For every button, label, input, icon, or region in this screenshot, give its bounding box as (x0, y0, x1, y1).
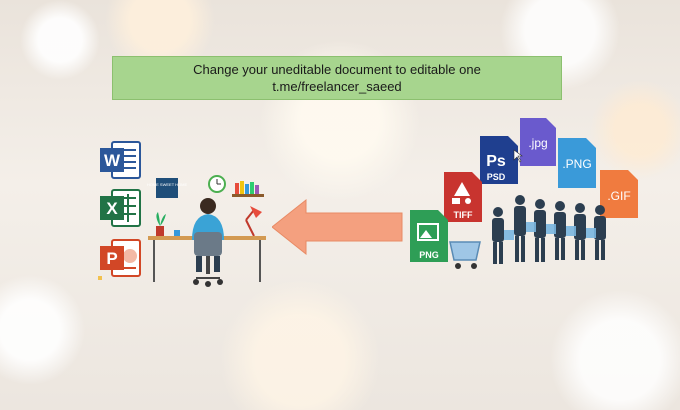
excel-letter: X (106, 199, 118, 218)
headline-banner: Change your uneditable document to edita… (112, 56, 562, 100)
svg-text:.jpg: .jpg (528, 136, 547, 150)
people-crowd (492, 195, 606, 264)
svg-text:.GIF: .GIF (607, 189, 630, 203)
desk-worker-illustration: HOME SWEET HOME (146, 170, 272, 292)
svg-text:.PNG: .PNG (562, 157, 591, 171)
file-formats-illustration: Ps PSD .jpg .PNG .GIF TIFF (410, 114, 650, 284)
svg-text:PNG: PNG (419, 250, 439, 260)
powerpoint-letter: P (106, 249, 117, 268)
banner-line-2: t.me/freelancer_saeed (272, 79, 402, 94)
gif-file-icon: .GIF (600, 170, 638, 218)
png-file-icon: PNG (410, 210, 448, 262)
shopping-cart-icon (449, 241, 481, 269)
word-icon: W (98, 140, 142, 180)
tiff-file-icon: TIFF (444, 172, 482, 222)
wall-poster (156, 178, 178, 198)
psd-file-icon: Ps PSD (480, 136, 518, 184)
svg-text:PSD: PSD (487, 172, 506, 182)
banner-line-1: Change your uneditable document to edita… (193, 62, 481, 77)
excel-icon: X (98, 188, 142, 228)
svg-text:Ps: Ps (486, 153, 506, 170)
jpg-file-icon: .jpg (520, 118, 556, 166)
powerpoint-icon: P (98, 238, 142, 280)
poster-text: HOME SWEET HOME (147, 182, 188, 187)
left-arrow-icon (272, 198, 404, 256)
svg-text:TIFF: TIFF (454, 210, 473, 220)
word-letter: W (104, 151, 121, 170)
png-dot-file-icon: .PNG (558, 138, 596, 188)
